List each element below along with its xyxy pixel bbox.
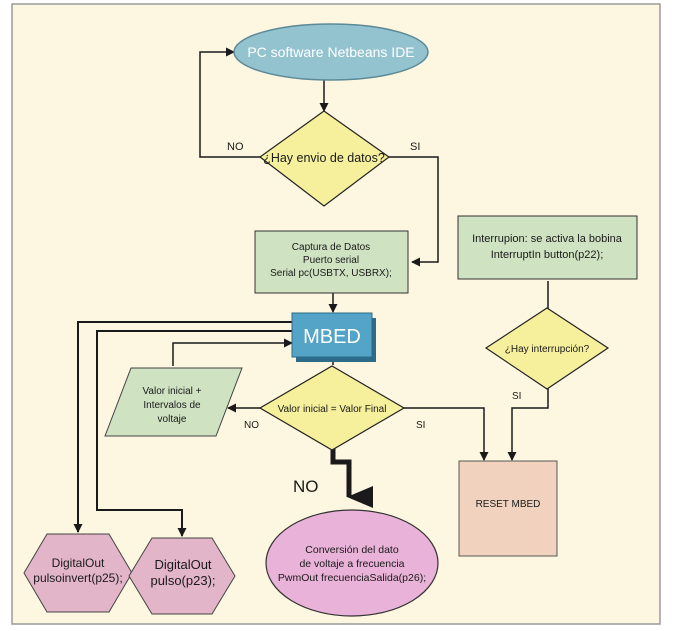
edge-mbed-to-out-pulse xyxy=(96,330,292,537)
capture-line-2: Puerto serial xyxy=(303,255,359,266)
start-label: PC software Netbeans IDE xyxy=(247,44,414,60)
decision-data-label: ¿Hay envio de datos? xyxy=(263,151,385,165)
conversion-line-3: PwmOut frecuenciaSalida(p26); xyxy=(278,572,426,584)
edge-label-data-no: NO xyxy=(227,141,244,153)
out-pulse-node: DigitalOut pulso(p23); xyxy=(128,537,236,615)
capture-line-3: Serial pc(USBTX, USBRX); xyxy=(270,268,392,279)
decision-interrupt-label: ¿Hay interrupción? xyxy=(505,344,590,355)
mbed-label: MBED xyxy=(303,326,361,348)
edge-label-value-no-left: NO xyxy=(244,420,259,431)
edge-data-no-loop xyxy=(199,47,260,158)
diagram-frame xyxy=(11,3,661,625)
conversion-line-2: de voltaje a frecuencia xyxy=(299,558,404,570)
interrupt-node: Interrupion: se activa la bobina Interru… xyxy=(457,215,638,280)
edge-label-value-no-down: NO xyxy=(293,477,319,496)
initial-value-line-1: Valor inicial + xyxy=(142,386,201,397)
reset-node: RESET MBED xyxy=(458,460,558,557)
decision-data-node: ¿Hay envio de datos? xyxy=(258,110,391,207)
edge-label-value-si: SI xyxy=(416,420,425,431)
decision-value-node: Valor inicial = Valor Final xyxy=(258,365,406,451)
capture-node: Captura de Datos Puerto serial Serial pc… xyxy=(254,230,409,294)
edge-interrupt-si xyxy=(507,388,549,461)
out-invert-node: DigitalOut pulsoinvert(p25); xyxy=(23,533,133,613)
conversion-line-1: Conversión del dato xyxy=(305,544,399,556)
edge-value-si xyxy=(400,407,489,461)
out-pulse-line-2: pulso(p23); xyxy=(150,573,215,588)
edge-value-no-down xyxy=(330,448,373,508)
decision-value-label: Valor inicial = Valor Final xyxy=(278,404,387,415)
capture-line-1: Captura de Datos xyxy=(292,242,370,253)
start-node: PC software Netbeans IDE xyxy=(233,23,429,81)
interrupt-line-1: Interrupion: se activa la bobina xyxy=(472,233,623,245)
out-pulse-line-1: DigitalOut xyxy=(154,557,211,572)
mbed-node: MBED xyxy=(291,312,376,362)
decision-interrupt-node: ¿Hay interrupción? xyxy=(484,307,610,390)
edge-label-data-si: SI xyxy=(410,141,420,153)
edge-initial-to-mbed xyxy=(172,338,293,366)
conversion-node: Conversión del dato de voltaje a frecuen… xyxy=(265,509,439,617)
edge-label-interrupt-si: SI xyxy=(512,391,521,402)
out-invert-line-2: pulsoinvert(p25); xyxy=(33,571,122,585)
edge-data-si xyxy=(389,156,439,267)
initial-value-line-3: voltaje xyxy=(158,414,187,425)
reset-label: RESET MBED xyxy=(476,499,541,510)
edge-mbed-to-out-invert xyxy=(73,321,292,533)
interrupt-line-2: InterruptIn button(p22); xyxy=(491,249,604,261)
out-invert-line-1: DigitalOut xyxy=(52,556,105,570)
initial-value-node: Valor inicial + Intervalos de voltaje xyxy=(104,367,243,437)
initial-value-line-2: Intervalos de xyxy=(143,400,201,411)
